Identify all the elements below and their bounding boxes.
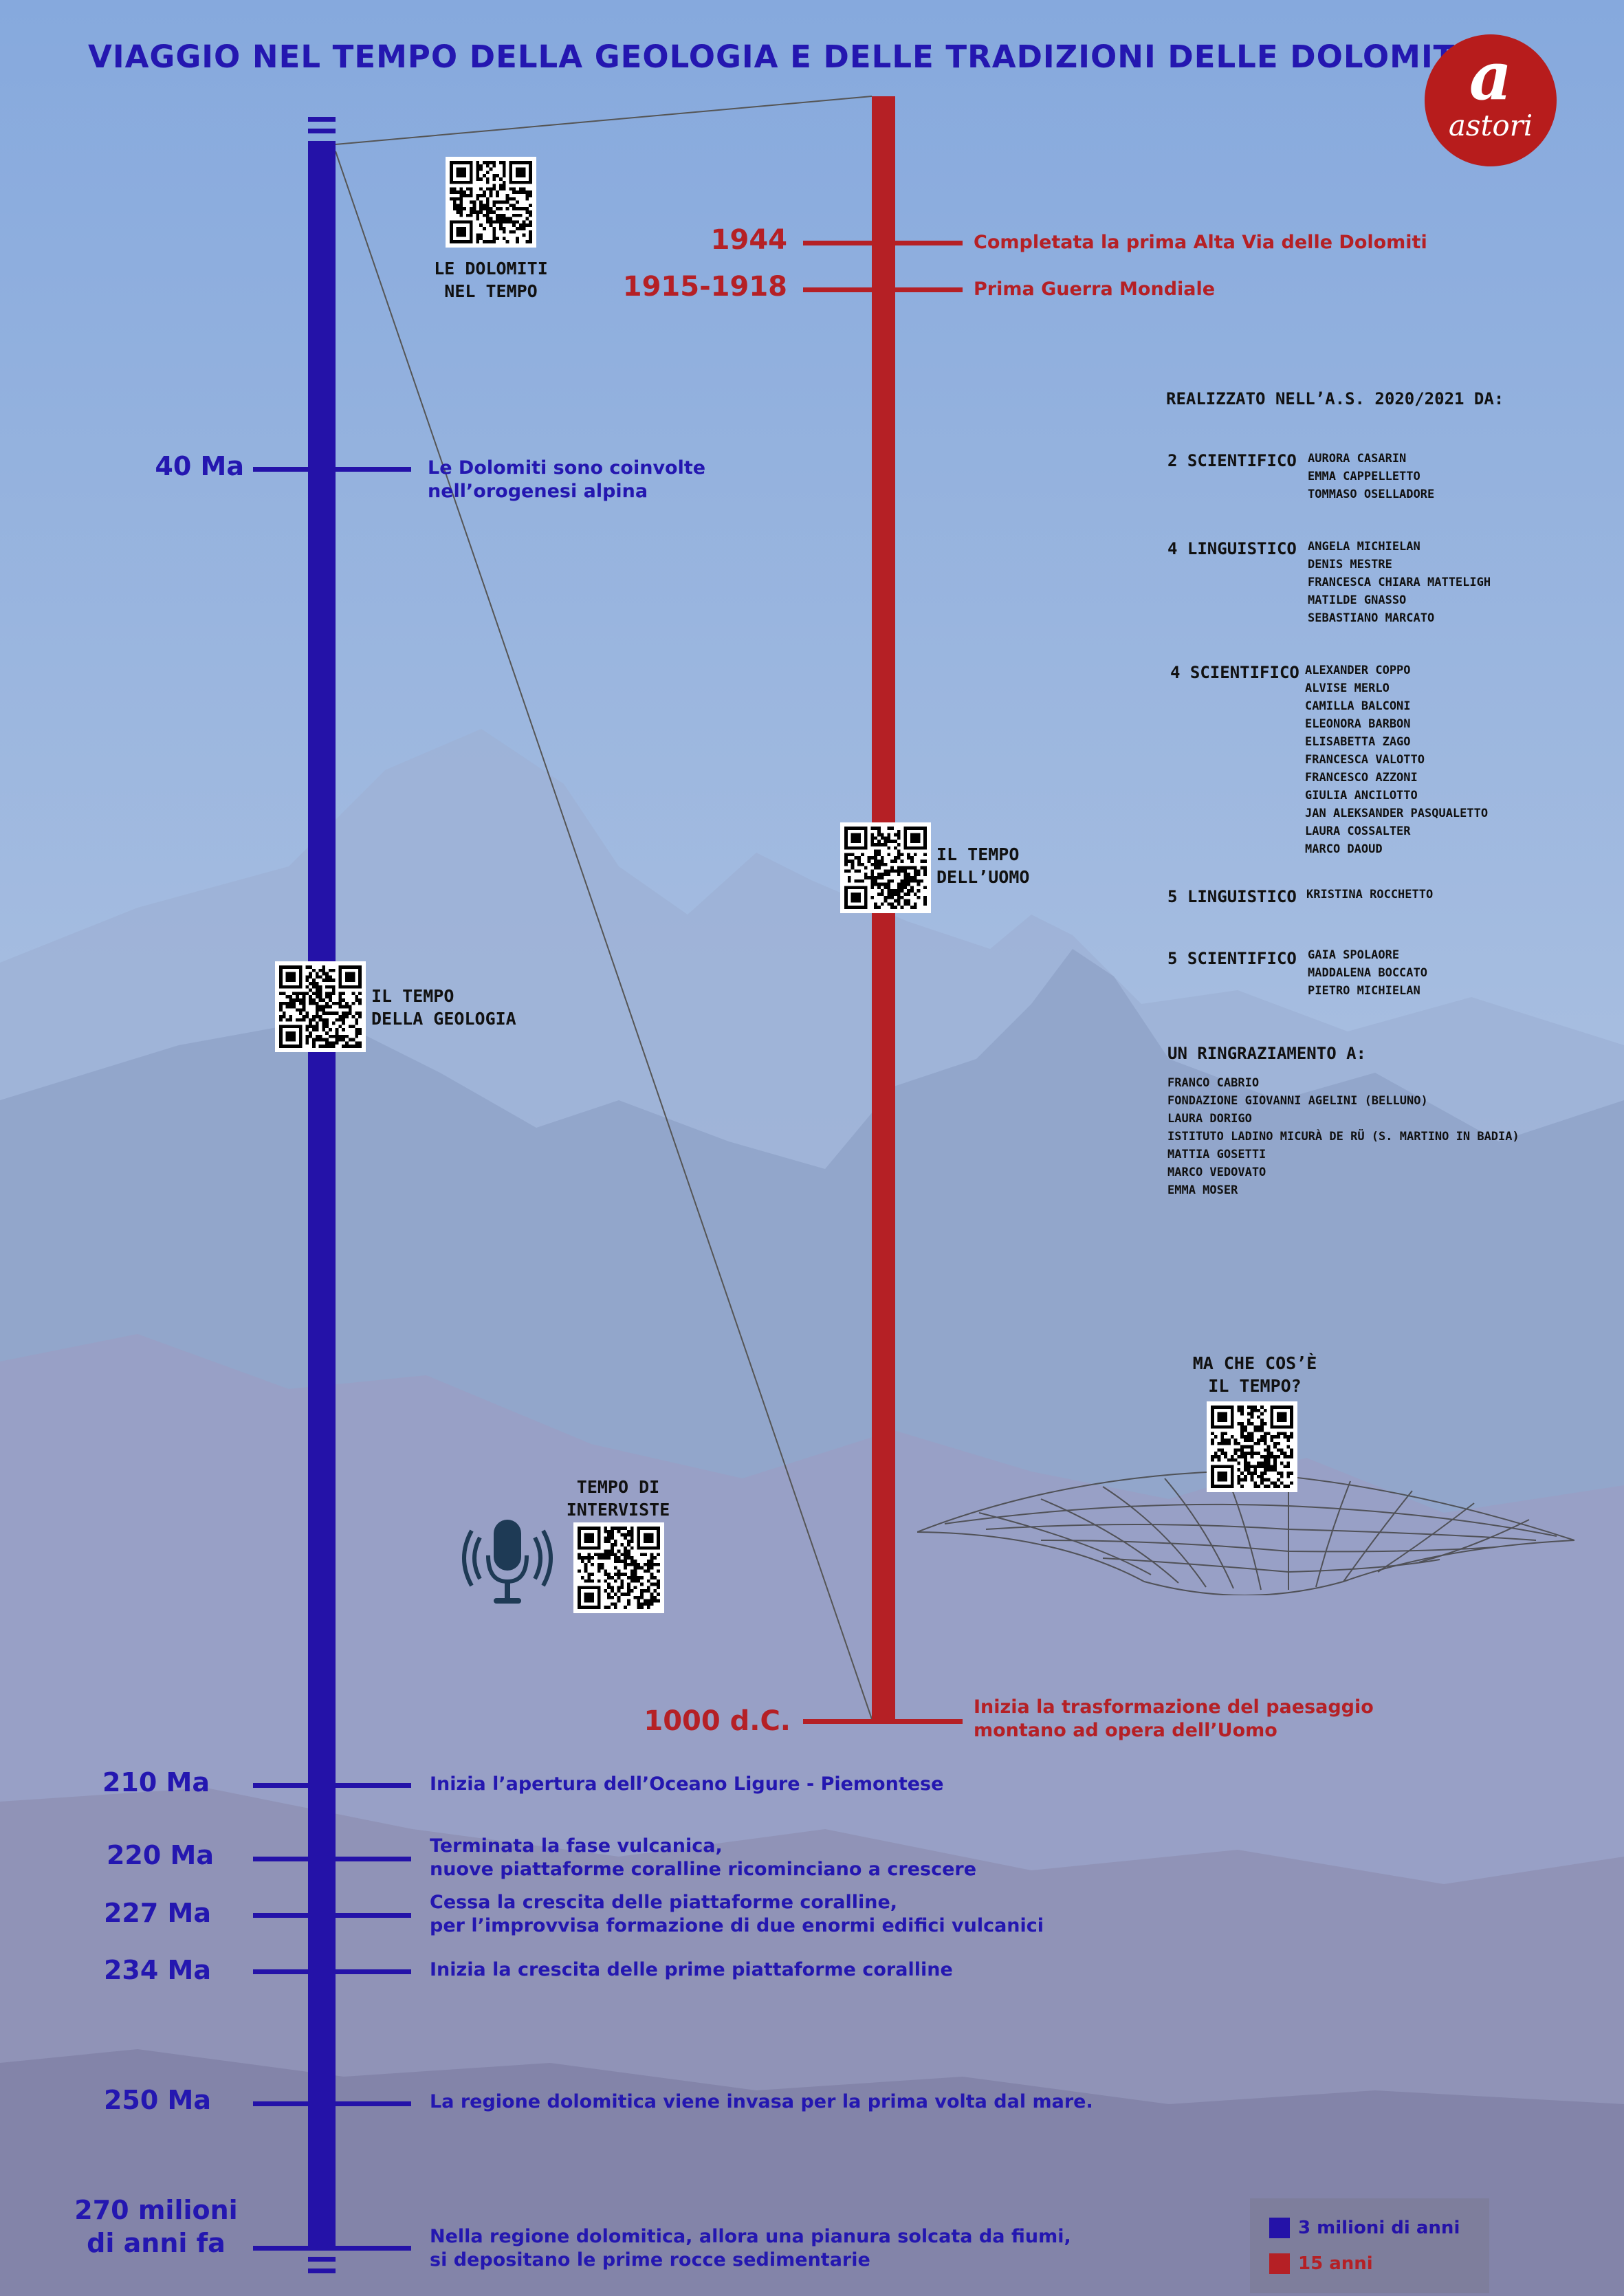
geology-label: 227 Ma (103, 1898, 211, 1928)
qr-code-interviste[interactable] (573, 1522, 664, 1613)
human-event: Completata la prima Alta Via delle Dolom… (974, 232, 1427, 253)
human-label: 1915-1918 (622, 271, 787, 303)
credits-heading: REALIZZATO NELL’A.S. 2020/2021 DA: (1166, 389, 1504, 408)
connector-bottom (335, 151, 873, 1720)
geology-event: Inizia la crescita delle prime piattafor… (430, 1959, 953, 1980)
qr-pattern (279, 965, 362, 1048)
geology-tick (253, 1857, 411, 1861)
credit-class: 5 SCIENTIFICO (1167, 949, 1297, 968)
qr-pattern (1211, 1406, 1293, 1488)
human-label: 1000 d.C. (644, 1705, 791, 1737)
geology-tick (253, 1913, 411, 1918)
geology-timeline-bar (308, 141, 336, 2247)
credit-names: KRISTINA ROCCHETTO (1306, 888, 1434, 901)
credit-class: 4 LINGUISTICO (1167, 539, 1297, 558)
logo-name: astori (1448, 109, 1533, 142)
geology-label: 234 Ma (103, 1955, 211, 1985)
qr-code-dolomiti-nel-tempo[interactable] (446, 157, 536, 248)
geology-event: Cessa la crescita delle piattaforme cora… (430, 1892, 1044, 1936)
human-tick (803, 287, 963, 292)
credit-class: 2 SCIENTIFICO (1167, 451, 1297, 470)
credit-class: 5 LINGUISTICO (1167, 887, 1297, 906)
page-title: VIAGGIO NEL TEMPO DELLA GEOLOGIA E DELLE… (88, 39, 1468, 75)
geology-tick (253, 2101, 411, 2106)
human-event: Prima Guerra Mondiale (974, 278, 1216, 300)
geology-event: La regione dolomitica viene invasa per l… (430, 2091, 1093, 2112)
geology-label: 210 Ma (102, 1767, 210, 1797)
legend-swatch (1269, 2253, 1290, 2274)
human-tick (803, 241, 963, 245)
astori-logo: a astori (1425, 34, 1557, 166)
qr-pattern (578, 1527, 660, 1609)
qr-pattern (844, 827, 927, 909)
qr-code-che-cose-il-tempo[interactable] (1207, 1401, 1297, 1492)
microphone-icon (462, 1520, 553, 1604)
geology-bar-top-cap (308, 117, 336, 133)
legend-swatch (1269, 2218, 1290, 2238)
qr-code-tempo-geologia[interactable] (275, 961, 366, 1052)
geology-label: 220 Ma (106, 1840, 214, 1870)
geology-tick (253, 2246, 411, 2251)
geology-label: 40 Ma (155, 451, 244, 481)
legend-item-human: 15 anni (1269, 2253, 1373, 2274)
legend-label: 3 milioni di anni (1298, 2218, 1460, 2238)
geology-tick (253, 467, 411, 472)
geology-tick (253, 1783, 411, 1788)
qr-code-tempo-uomo[interactable] (840, 822, 931, 913)
geology-label: 250 Ma (103, 2085, 211, 2115)
geology-bar-bottom-cap (308, 2257, 336, 2273)
connector-top (335, 96, 873, 145)
legend: 3 milioni di anni 15 anni (1250, 2198, 1489, 2293)
logo-letter: a (1469, 37, 1513, 115)
thanks-heading: UN RINGRAZIAMENTO A: (1167, 1044, 1366, 1063)
geology-event: Inizia l’apertura dell’Oceano Ligure - P… (430, 1773, 944, 1795)
credit-class: 4 SCIENTIFICO (1170, 663, 1299, 682)
geology-tick (253, 1969, 411, 1974)
legend-item-geology: 3 milioni di anni (1269, 2218, 1460, 2238)
human-label: 1944 (710, 224, 787, 256)
forest-layer (0, 2049, 1624, 2296)
legend-label: 15 anni (1298, 2253, 1373, 2274)
human-tick (803, 1719, 963, 1724)
geology-event: Nella regione dolomitica, allora una pia… (430, 2226, 1071, 2271)
geology-event: Terminata la fase vulcanica,nuove piatta… (430, 1835, 977, 1880)
qr-pattern (450, 161, 532, 243)
